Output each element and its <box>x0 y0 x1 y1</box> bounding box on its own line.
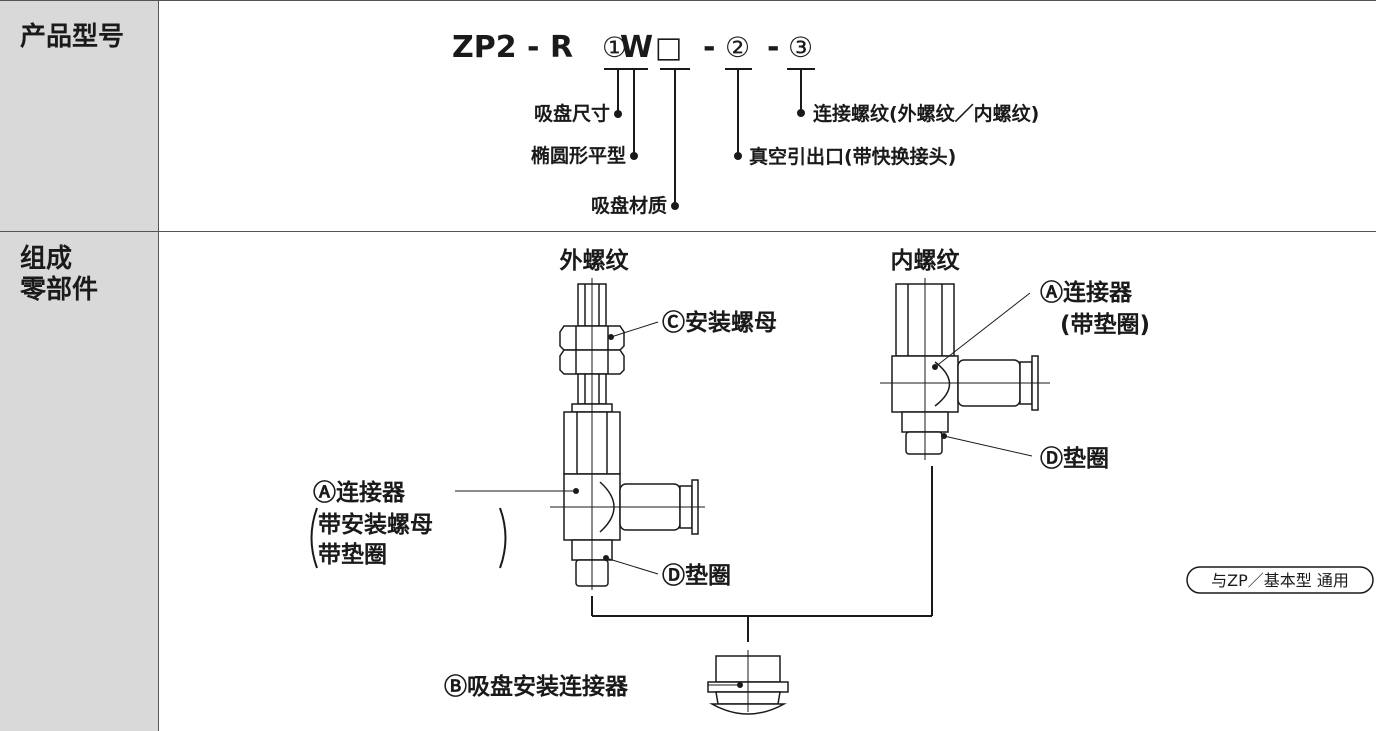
model-dash-2: - <box>767 30 779 65</box>
male-connector-sub1: 带安装螺母 <box>318 511 433 538</box>
model-leaders <box>604 68 815 206</box>
bracket-connector <box>591 466 933 642</box>
annotation-vacuum-port: 真空引出口(带快换接头) <box>749 145 956 168</box>
part-leader-dots <box>573 334 947 688</box>
sub-bracket-left <box>310 507 318 569</box>
annotation-pad-size: 吸盘尺寸 <box>534 102 610 125</box>
parts-row-label-line2: 零部件 <box>20 275 99 305</box>
female-center-lines <box>880 278 1050 460</box>
table-top-border <box>0 0 1376 1</box>
annotation-thread: 连接螺纹(外螺纹／内螺纹) <box>813 102 1039 125</box>
sub-bracket-right <box>499 507 507 569</box>
model-circle-3: ③ <box>788 31 813 64</box>
model-circle-1: ① <box>602 31 627 64</box>
compat-badge-frame <box>1186 566 1374 594</box>
male-connector-sub2: 带垫圈 <box>318 542 387 568</box>
male-center-lines <box>550 278 705 590</box>
leader-dots <box>614 109 805 210</box>
annotation-pad-material: 吸盘材质 <box>591 194 667 217</box>
female-connector-label: Ⓐ连接器 <box>1040 279 1133 306</box>
male-connector-label: Ⓐ连接器 <box>313 479 406 506</box>
row-divider <box>0 231 1376 232</box>
annotation-oval-flat: 椭圆形平型 <box>531 144 626 167</box>
compat-badge: 与ZP／基本型 通用 <box>1211 571 1349 590</box>
column-divider <box>158 0 159 731</box>
female-connector-sub: (带垫圈) <box>1060 312 1150 338</box>
parts-row-label-line1: 组成 <box>20 244 73 274</box>
adapter-label: Ⓑ吸盘安装连接器 <box>444 673 629 700</box>
male-gasket-label: Ⓓ垫圈 <box>662 562 731 589</box>
model-circle-2: ② <box>725 31 750 64</box>
female-thread-title: 内螺纹 <box>891 247 961 274</box>
model-box: □ <box>655 30 682 64</box>
model-dash-1: - <box>703 30 715 65</box>
female-gasket-label: Ⓓ垫圈 <box>1040 445 1109 472</box>
male-nut-label: Ⓒ安装螺母 <box>662 309 777 336</box>
model-row-label: 产品型号 <box>20 22 125 52</box>
label-column <box>0 0 158 731</box>
female-thread-assembly <box>891 283 1039 455</box>
part-leaders <box>455 292 1033 686</box>
model-code: ZP2 - R ① W □ - ② - ③ <box>452 30 813 65</box>
male-thread-title: 外螺纹 <box>560 247 630 274</box>
model-prefix: ZP2 - R <box>452 30 573 65</box>
model-w: W <box>620 30 653 65</box>
